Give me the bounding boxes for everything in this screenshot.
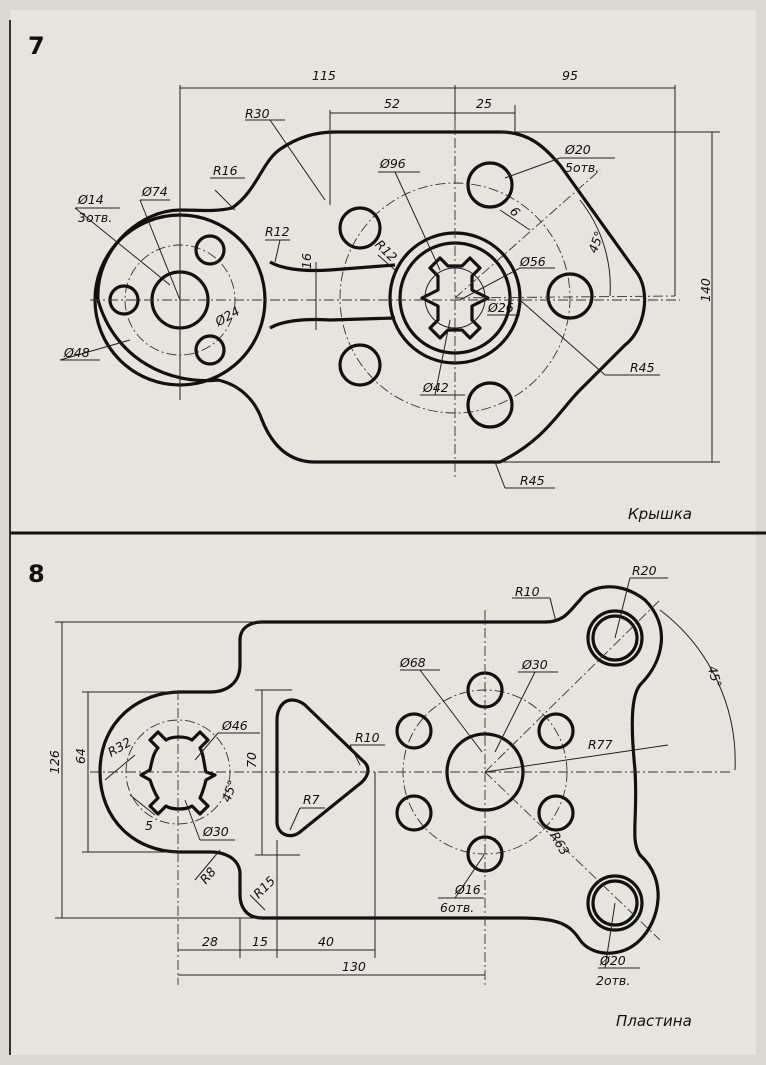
figure-8-part	[55, 577, 736, 985]
dim-r20a: R20	[632, 563, 657, 578]
dim-d68: Ø68	[399, 655, 426, 670]
dim-d46: Ø46	[221, 718, 248, 733]
dim-40: 40	[318, 934, 334, 949]
dim-d16: Ø16	[454, 882, 481, 897]
dim-5holes: 5отв.	[565, 160, 599, 175]
dim-95: 95	[562, 68, 578, 83]
dim-r10a: R10	[515, 584, 540, 599]
dim-16: 16	[299, 253, 314, 269]
dim-d20: Ø20	[564, 142, 591, 157]
dim-r12: R12	[265, 224, 290, 239]
dim-r77: R77	[588, 737, 613, 752]
dim-r45a: R45	[630, 360, 655, 375]
panel-8-caption: Пластина	[616, 1012, 692, 1030]
panel-8-number: 8	[28, 560, 45, 588]
dim-r30: R30	[245, 106, 270, 121]
dim-6holes: 6отв.	[440, 900, 474, 915]
dim-d42: Ø42	[422, 380, 449, 395]
dim-15: 15	[252, 934, 268, 949]
dim-r10b: R10	[355, 730, 380, 745]
dim-d48: Ø48	[63, 345, 90, 360]
dim-2holes: 2отв.	[596, 973, 630, 988]
dim-d20: Ø20	[599, 953, 626, 968]
dim-25: 25	[476, 96, 492, 111]
dim-d26: Ø26	[487, 300, 514, 315]
dim-d56: Ø56	[519, 254, 546, 269]
dim-28: 28	[202, 934, 218, 949]
dim-5: 5	[145, 818, 153, 833]
dim-45deg: 45°	[705, 664, 725, 689]
dim-r16: R16	[213, 163, 238, 178]
dim-115: 115	[312, 68, 336, 83]
dim-d96: Ø96	[379, 156, 406, 171]
dim-d30b: Ø30	[202, 824, 229, 839]
dim-52: 52	[384, 96, 400, 111]
dim-45deg: 45°	[585, 229, 607, 255]
dim-3holes: 3отв.	[78, 210, 112, 225]
dim-126: 126	[47, 750, 62, 774]
dim-140: 140	[698, 278, 713, 302]
dim-d30a: Ø30	[521, 657, 548, 672]
dim-r45b: R45	[520, 473, 545, 488]
dim-45deg-b: 45°	[218, 778, 240, 804]
dim-64: 64	[73, 748, 88, 764]
dim-r7: R7	[303, 792, 320, 807]
dim-70: 70	[244, 752, 259, 768]
figure-7-part	[59, 85, 720, 489]
dim-d14: Ø14	[77, 192, 104, 207]
panel-7-caption: Крышка	[628, 505, 692, 523]
dim-130: 130	[342, 959, 366, 974]
panel-7-number: 7	[28, 32, 45, 60]
dim-d74: Ø74	[141, 184, 168, 199]
